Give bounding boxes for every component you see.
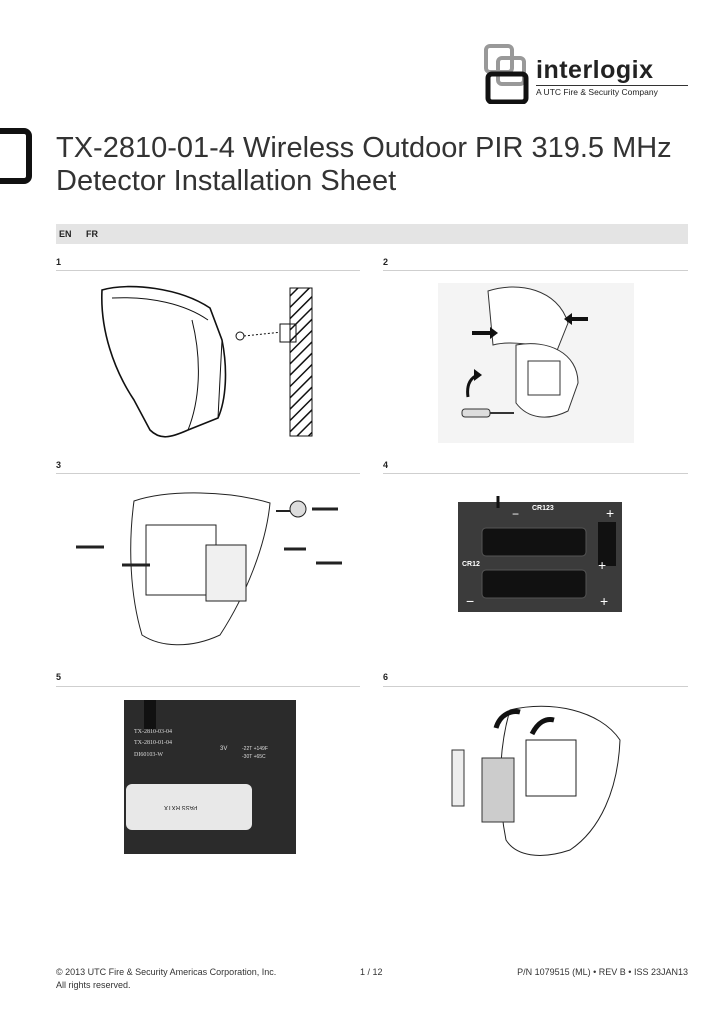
antenna-connector xyxy=(144,700,156,730)
step-2-rule xyxy=(383,270,688,271)
svg-text:−: − xyxy=(466,593,474,609)
step-4-number: 4 xyxy=(383,460,389,470)
rights-text: All rights reserved. xyxy=(56,980,131,990)
figure-transmitter-module: TX-2810-03-04 TX-2810-01-04 DI60103-W 3V… xyxy=(124,700,296,854)
footer-copyright: © 2013 UTC Fire & Security Americas Corp… xyxy=(56,966,276,992)
page-title: TX-2810-01-4 Wireless Outdoor PIR 319.5 … xyxy=(56,132,696,198)
part-number: P/N 1079515 (ML) • REV B • ISS 23JAN13 xyxy=(517,967,688,977)
step-3-number: 3 xyxy=(56,460,62,470)
svg-text:+: + xyxy=(600,593,608,609)
brand-rule xyxy=(536,85,688,86)
step-5-rule xyxy=(56,686,360,687)
module-label-a: TX-2810-03-04 xyxy=(134,729,172,735)
module-label-b: TX-2810-01-04 xyxy=(134,740,172,746)
step-2-number: 2 xyxy=(383,257,389,267)
step-3-rule xyxy=(56,473,360,474)
step-1-number: 1 xyxy=(56,257,62,267)
lang-fr[interactable]: FR xyxy=(86,229,99,239)
page-number: 1 / 12 xyxy=(360,967,383,977)
lang-en[interactable]: EN xyxy=(59,229,72,239)
figure-battery-insert xyxy=(451,705,621,856)
battery-clip xyxy=(126,784,252,830)
title-line-1: TX-2810-01-4 Wireless Outdoor PIR 319.5 … xyxy=(56,132,672,164)
svg-text:+: + xyxy=(606,505,614,521)
battery-label-side: CR12 xyxy=(462,561,480,568)
step-6-number: 6 xyxy=(383,672,389,682)
brand-tagline: A UTC Fire & Security Company xyxy=(536,87,658,97)
figure-screws xyxy=(76,492,342,646)
figure-open-cover xyxy=(438,283,634,443)
module-label-c: DI60103-W xyxy=(134,752,163,758)
module-voltage: 3V xyxy=(220,746,228,752)
interlogix-logo-icon xyxy=(484,44,529,104)
step-1-rule xyxy=(56,270,360,271)
figure-battery-board: + + + − − CR123 CR12 xyxy=(458,496,638,616)
section-tab-marker xyxy=(0,128,32,184)
module-code: PASS RXTX xyxy=(164,804,198,810)
title-line-2: Detector Installation Sheet xyxy=(56,165,397,197)
module-temp-low: -30T +65C xyxy=(242,754,266,760)
figure-wall-mount xyxy=(101,285,313,438)
step-6-rule xyxy=(383,686,688,687)
svg-text:+: + xyxy=(598,557,606,573)
brand-name: interlogix xyxy=(536,56,654,84)
step-5-number: 5 xyxy=(56,672,62,682)
svg-text:−: − xyxy=(512,507,519,521)
battery-label-top: CR123 xyxy=(532,505,554,512)
module-temp-high: -22T +149F xyxy=(242,746,268,752)
copyright-text: © 2013 UTC Fire & Security Americas Corp… xyxy=(56,967,277,977)
step-4-rule xyxy=(383,473,688,474)
language-bar: EN FR xyxy=(56,224,688,244)
